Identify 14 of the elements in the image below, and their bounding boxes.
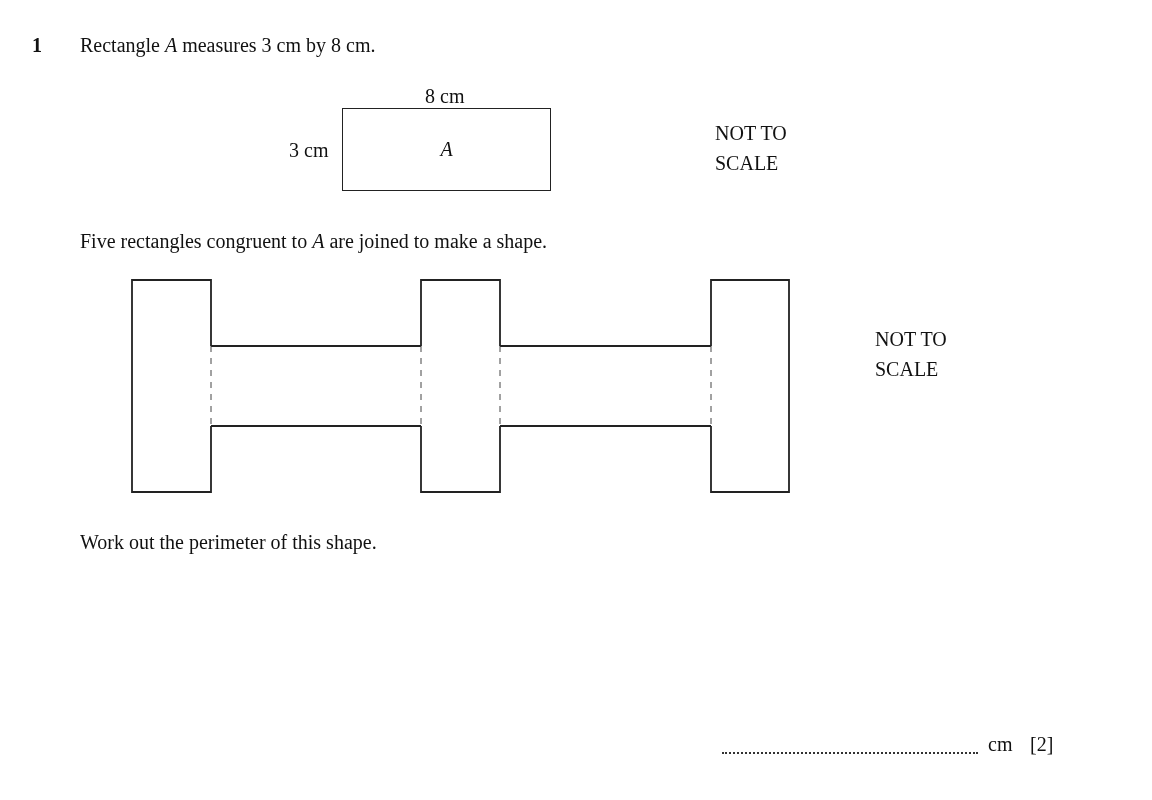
unit-label: cm xyxy=(988,732,1013,757)
marks-label: [2] xyxy=(1030,732,1054,757)
rectangle xyxy=(500,346,711,426)
scale-note: NOT TO SCALE xyxy=(715,121,788,176)
scale-note: NOT TO SCALE xyxy=(875,327,948,382)
rectangle xyxy=(342,108,551,191)
shape-label: A xyxy=(440,138,453,161)
question-number: 1 xyxy=(32,33,42,58)
question-text: Rectangle A measures 3 cm by 8 cm. xyxy=(80,33,376,59)
dimension-label: 3 cm xyxy=(289,138,329,163)
question-text: Five rectangles congruent to A are joined to make a shape. xyxy=(80,229,548,255)
rectangle xyxy=(211,346,421,426)
dimension-label: 8 cm xyxy=(425,84,465,109)
question-text: Work out the perimeter of this shape. xyxy=(80,530,377,556)
